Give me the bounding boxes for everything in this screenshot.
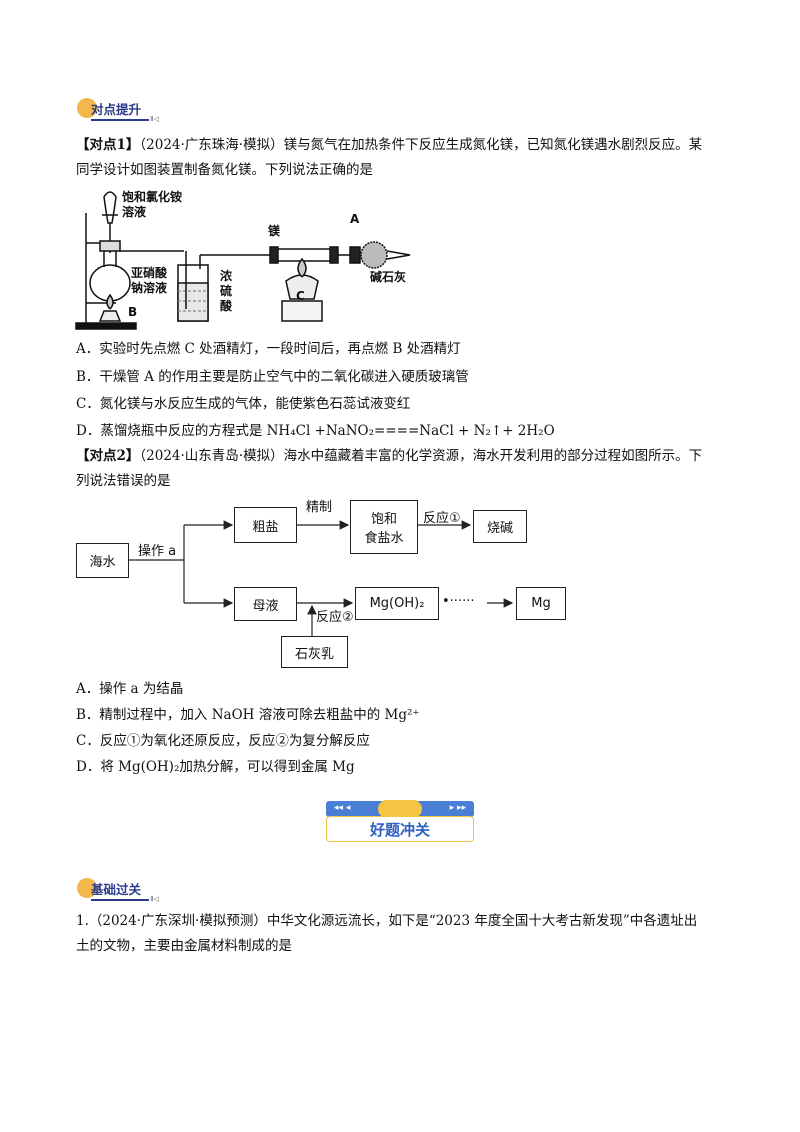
funnel-label-2: 溶液 bbox=[122, 205, 147, 219]
badge-circle-icon bbox=[77, 98, 97, 118]
stand-base bbox=[75, 322, 137, 330]
q1-option-b: B．干燥管 A 的作用主要是防止空气中的二氧化碳进入硬质玻璃管 bbox=[76, 369, 469, 385]
acid-label-2: 硫 bbox=[220, 284, 233, 298]
badge-underline bbox=[91, 899, 149, 901]
banner-pill bbox=[378, 800, 422, 818]
burner-b bbox=[98, 310, 122, 322]
q1-tag: 【对点1】 bbox=[76, 137, 140, 153]
banner-title: 好题冲关 bbox=[326, 816, 474, 842]
q2-option-a: A．操作 a 为结晶 bbox=[76, 681, 184, 697]
section-badge-practice: 对点提升 Ⅱ◁ bbox=[77, 97, 159, 123]
label-op-a: 操作 a bbox=[138, 544, 177, 559]
lime-label: 碱石灰 bbox=[370, 270, 407, 284]
q1-line-2: 同学设计如图装置制备氮化镁。下列说法正确的是 bbox=[76, 162, 373, 178]
box-mgoh2: Mg(OH)₂ bbox=[355, 587, 439, 620]
q2-option-b: B．精制过程中，加入 NaOH 溶液可除去粗盐中的 Mg²⁺ bbox=[76, 707, 420, 723]
burner-c bbox=[285, 274, 319, 300]
q1-option-c: C．氮化镁与水反应生成的气体，能使紫色石蕊试液变红 bbox=[76, 396, 411, 412]
q2-stem-1: （2024·山东青岛·模拟）海水中蕴藏着丰富的化学资源，海水开发利用的部分过程如… bbox=[139, 448, 703, 464]
q2-line-1: 【对点2】（2024·山东青岛·模拟）海水中蕴藏着丰富的化学资源，海水开发利用的… bbox=[76, 446, 702, 466]
box-mg: Mg bbox=[516, 587, 566, 620]
box-crude-salt: 粗盐 bbox=[234, 507, 297, 543]
label-reaction2: 反应② bbox=[316, 610, 354, 625]
box-seawater: 海水 bbox=[76, 543, 129, 578]
flask-label-2: 钠溶液 bbox=[131, 281, 168, 295]
flow-arrows bbox=[128, 520, 514, 636]
funnel-label-1: 饱和氯化铵 bbox=[122, 190, 183, 204]
section-badge-label: 基础过关 bbox=[91, 881, 142, 897]
q2-option-c: C．反应①为氧化还原反应，反应②为复分解反应 bbox=[76, 733, 370, 749]
c-label: C bbox=[296, 289, 305, 303]
q3-line-1: 1.（2024·广东深圳·模拟预测）中华文化源远流长，如下是“2023 年度全国… bbox=[76, 913, 698, 929]
box-brine: 饱和 食盐水 bbox=[350, 500, 418, 554]
q1-option-a: A．实验时先点燃 C 处酒精灯，一段时间后，再点燃 B 处酒精灯 bbox=[76, 341, 461, 357]
section-badge-label: 对点提升 bbox=[91, 101, 142, 117]
a-label: A bbox=[350, 212, 360, 226]
badge-tail: Ⅱ◁ bbox=[150, 895, 159, 903]
apparatus-diagram bbox=[75, 191, 411, 330]
mg-label: 镁 bbox=[268, 224, 281, 238]
flask-label-1: 亚硝酸 bbox=[131, 266, 168, 280]
q2-option-d: D．将 Mg(OH)₂加热分解，可以得到金属 Mg bbox=[76, 759, 355, 775]
brine-line-2: 食盐水 bbox=[364, 531, 404, 546]
box-mother-liquor: 母液 bbox=[234, 587, 297, 621]
banner-left-arrows: ◂◂ ◂ bbox=[334, 803, 351, 813]
badge-underline bbox=[91, 119, 149, 121]
q3-line-2: 土的文物，主要由金属材料制成的是 bbox=[76, 938, 292, 954]
badge-circle-icon bbox=[77, 878, 97, 898]
q1-option-d: D．蒸馏烧瓶中反应的方程式是 NH₄Cl +NaNO₂====NaCl + N₂… bbox=[76, 423, 555, 439]
section-badge-basic: 基础过关 Ⅱ◁ bbox=[77, 877, 159, 903]
acid-label-3: 酸 bbox=[220, 299, 233, 313]
b-label: B bbox=[128, 305, 138, 319]
q2-line-2: 列说法错误的是 bbox=[76, 473, 171, 489]
label-dots: •······ bbox=[442, 594, 475, 609]
badge-tail: Ⅱ◁ bbox=[150, 115, 159, 123]
drying-tube-a bbox=[349, 246, 361, 264]
box-lime-milk: 石灰乳 bbox=[281, 636, 348, 668]
label-refine: 精制 bbox=[306, 500, 333, 515]
box-caustic-soda: 烧碱 bbox=[473, 510, 527, 543]
section-banner: ◂◂ ◂ ▸ ▸▸ 好题冲关 bbox=[326, 800, 474, 842]
banner-right-arrows: ▸ ▸▸ bbox=[449, 803, 466, 813]
acid-label-1: 浓 bbox=[220, 269, 233, 283]
q2-tag: 【对点2】 bbox=[76, 448, 140, 464]
label-reaction1: 反应① bbox=[423, 511, 461, 526]
q1-stem-1: （2024·广东珠海·模拟）镁与氮气在加热条件下反应生成氮化镁，已知氮化镁遇水剧… bbox=[139, 137, 703, 153]
q1-line-1: 【对点1】（2024·广东珠海·模拟）镁与氮气在加热条件下反应生成氮化镁，已知氮… bbox=[76, 135, 702, 155]
brine-line-1: 饱和 bbox=[370, 512, 397, 527]
